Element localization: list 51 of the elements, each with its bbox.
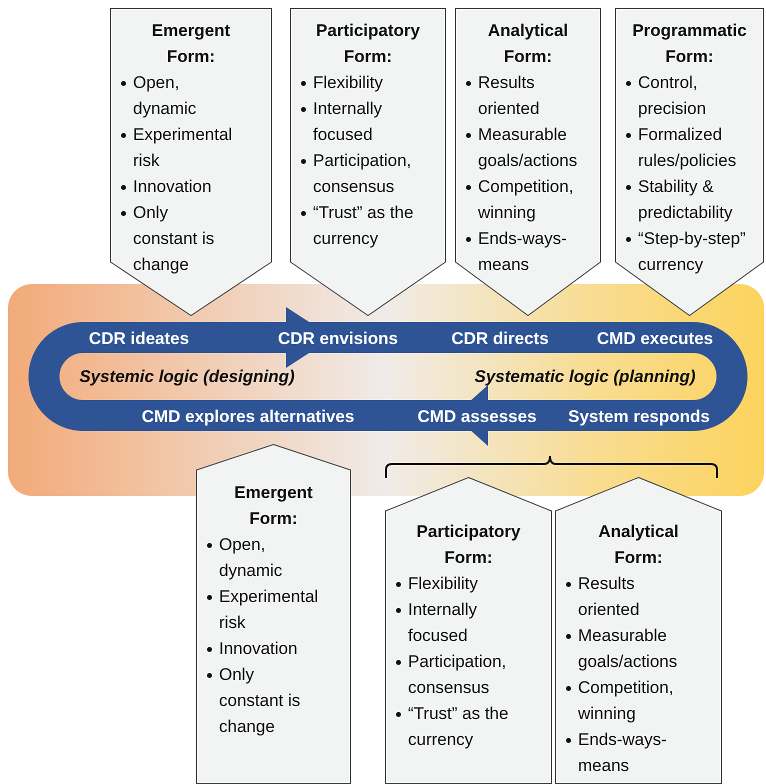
bullet-text: Formalized rules/policies — [638, 124, 738, 172]
bullet-text: Internally focused — [408, 599, 478, 647]
bullet-text: Ends-ways-means — [478, 228, 568, 276]
callout-heading: Emergent Form: — [150, 20, 232, 68]
step-label: CDR envisions — [278, 329, 398, 349]
step-label: CMD explores alternatives — [142, 407, 354, 427]
bullet-text: Competition, winning — [578, 677, 674, 725]
bullet-text: “Trust” as the currency — [408, 703, 510, 751]
bullet-text: Open, dynamic — [219, 534, 284, 582]
step-label: CMD executes — [596, 329, 714, 349]
logic-label: Systematic logic (planning) — [474, 367, 696, 387]
step-label: System responds — [568, 407, 710, 427]
callout-box — [555, 477, 722, 784]
bullet-text: Innovation — [219, 638, 298, 660]
step-label: CMD assesses — [417, 407, 537, 427]
bullet-text: “Trust” as the currency — [313, 202, 414, 250]
bullet-text: Participation, consensus — [408, 651, 508, 699]
bullet-text: Flexibility — [313, 72, 383, 94]
bullet-text: Measurable goals/actions — [578, 625, 678, 673]
bullet-text: Results oriented — [478, 72, 540, 120]
step-label: CDR ideates — [88, 329, 190, 349]
callout-heading: Analytical Form: — [597, 521, 680, 569]
callout-heading: Participatory Form: — [416, 521, 522, 569]
bullet-text: Ends-ways-means — [578, 729, 668, 777]
bullet-text: Stability & predictability — [638, 176, 734, 224]
step-label: CDR directs — [451, 329, 549, 349]
bullet-text: Results oriented — [578, 573, 640, 621]
bullet-text: Internally focused — [313, 98, 383, 146]
bullet-text: “Step-by-step” currency — [638, 228, 747, 276]
callout-heading: Emergent Form: — [233, 482, 314, 530]
callout-heading: Participatory Form: — [315, 20, 421, 68]
callout-box — [110, 8, 272, 316]
callout-box — [385, 477, 552, 784]
bullet-text: Participation, consensus — [313, 150, 412, 198]
bullet-text: Only constant is change — [133, 202, 216, 276]
bullet-text: Experimental risk — [133, 124, 234, 172]
logic-label: Systemic logic (designing) — [79, 367, 295, 387]
callout-box — [290, 8, 446, 316]
bullet-text: Measurable goals/actions — [478, 124, 578, 172]
bullet-text: Competition, winning — [478, 176, 574, 224]
bullet-text: Experimental risk — [219, 586, 320, 634]
bullet-text: Flexibility — [408, 573, 478, 595]
callout-box — [455, 8, 601, 316]
bullet-text: Control, precision — [638, 72, 708, 120]
callout-box — [615, 8, 764, 316]
bullet-text: Only constant is change — [219, 664, 302, 738]
callout-heading: Analytical Form: — [486, 20, 570, 68]
callout-heading: Programmatic Form: — [631, 20, 748, 68]
callout-box — [196, 444, 351, 784]
bullet-text: Innovation — [133, 176, 212, 198]
bullet-text: Open, dynamic — [133, 72, 198, 120]
